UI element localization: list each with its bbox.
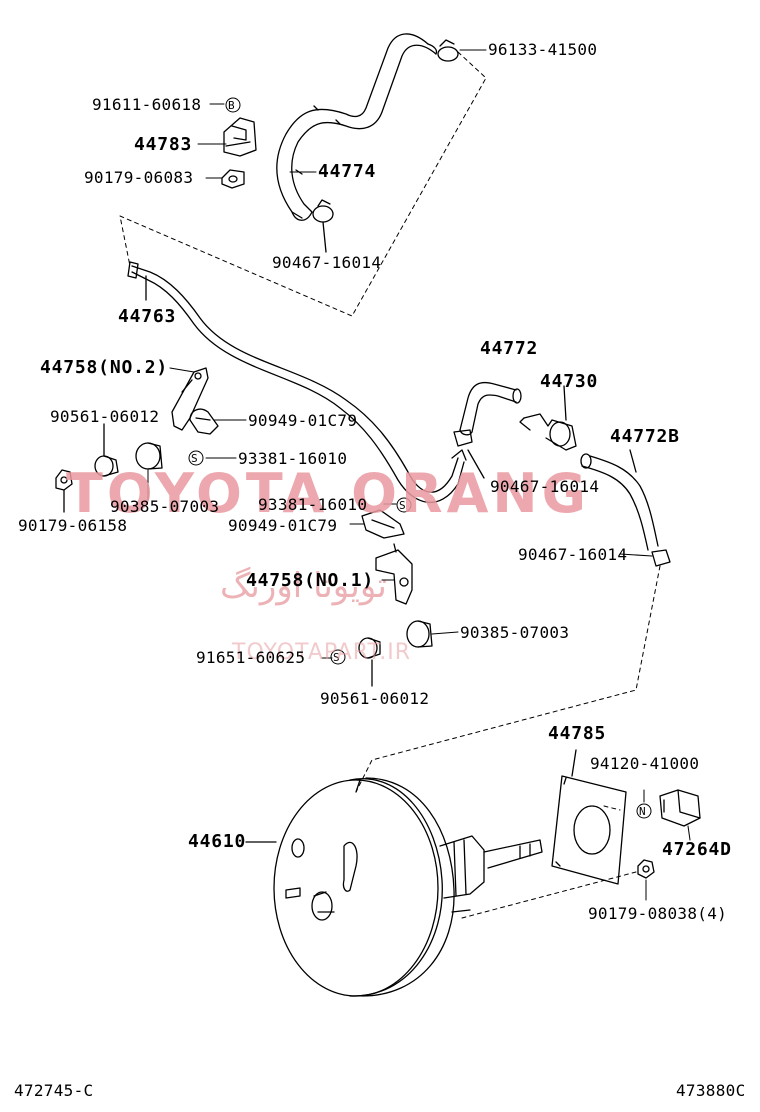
clip-96133 xyxy=(437,39,459,62)
check-valve-44730 xyxy=(519,385,577,451)
pipe-44763 xyxy=(127,261,467,503)
callout-44763[interactable]: 44763 xyxy=(118,306,177,327)
marker-s-middle: S xyxy=(399,499,406,512)
callout-91651-60625[interactable]: 91651-60625 xyxy=(196,648,306,667)
callout-90385-07003-right[interactable]: 90385-07003 xyxy=(460,623,570,642)
callout-44610[interactable]: 44610 xyxy=(188,831,247,852)
bracket-44783 xyxy=(223,117,257,157)
marker-b: B xyxy=(228,99,235,112)
watermark-farsi: تویوتا اورنگ xyxy=(220,566,387,606)
nut-90179-08038 xyxy=(637,859,655,879)
collar-90561-left xyxy=(94,423,119,477)
grommet-90385-right xyxy=(406,620,433,648)
callout-90949-01c79-lower[interactable]: 90949-01C79 xyxy=(228,516,338,535)
callout-94120-41000[interactable]: 94120-41000 xyxy=(590,754,700,773)
callout-44774[interactable]: 44774 xyxy=(318,161,377,182)
hose-44772b xyxy=(580,449,659,551)
callout-93381-16010-lower[interactable]: 93381-16010 xyxy=(258,495,368,514)
footer-catalog-code: 473880C xyxy=(676,1081,746,1100)
marker-s-lower: S xyxy=(333,651,340,664)
marker-s-left: S xyxy=(191,452,198,465)
callout-44758-no1[interactable]: 44758(NO.1) xyxy=(246,570,375,591)
brake-booster-44610 xyxy=(245,777,543,997)
assembly-guide-lines xyxy=(119,51,661,919)
leader-lines xyxy=(147,49,691,901)
callout-90467-16014-right[interactable]: 90467-16014 xyxy=(518,545,628,564)
callout-90561-06012-left[interactable]: 90561-06012 xyxy=(50,407,160,426)
callout-90179-06158[interactable]: 90179-06158 xyxy=(18,516,128,535)
clamp-90467-upper xyxy=(312,199,334,253)
clamp-90467-middle xyxy=(453,429,485,479)
callout-44783[interactable]: 44783 xyxy=(134,134,193,155)
footer-illustration-code: 472745-C xyxy=(14,1081,94,1100)
callout-90467-16014-middle[interactable]: 90467-16014 xyxy=(490,477,600,496)
grommet-90385-left xyxy=(135,442,163,470)
collar-90561-right xyxy=(358,637,381,687)
callout-90385-07003-left[interactable]: 90385-07003 xyxy=(110,497,220,516)
callout-44730[interactable]: 44730 xyxy=(540,371,599,392)
callout-44772[interactable]: 44772 xyxy=(480,338,539,359)
marker-circles xyxy=(188,97,652,819)
callout-96133-41500[interactable]: 96133-41500 xyxy=(488,40,598,59)
bracket-44758-no1 xyxy=(375,543,413,605)
hose-44772 xyxy=(459,381,522,436)
callout-44758-no2[interactable]: 44758(NO.2) xyxy=(40,357,169,378)
watermark-latin: TOYOTA ORANG xyxy=(66,462,590,525)
bracket-44758-no2 xyxy=(171,367,209,431)
hose-44774 xyxy=(276,33,438,221)
callout-44785[interactable]: 44785 xyxy=(548,723,607,744)
callout-90179-08038[interactable]: 90179-08038(4) xyxy=(588,904,728,923)
callout-47264d[interactable]: 47264D xyxy=(662,839,732,860)
watermark-site: TOYOTAPART.IR xyxy=(232,640,412,665)
callout-93381-16010-upper[interactable]: 93381-16010 xyxy=(238,449,348,468)
callout-90179-06083[interactable]: 90179-06083 xyxy=(84,168,194,187)
callout-90561-06012-right[interactable]: 90561-06012 xyxy=(320,689,430,708)
callout-91611-60618[interactable]: 91611-60618 xyxy=(92,95,202,114)
callout-44772b[interactable]: 44772B xyxy=(610,426,680,447)
callout-90949-01c79-upper[interactable]: 90949-01C79 xyxy=(248,411,358,430)
clip-90949-upper xyxy=(189,408,219,435)
marker-n: N xyxy=(639,805,646,818)
clamp-90467-right xyxy=(651,549,671,567)
nut-90179-06083 xyxy=(221,169,245,189)
nut-90179-06158 xyxy=(55,469,73,513)
clip-90949-lower xyxy=(361,509,405,539)
callout-90467-16014-upper[interactable]: 90467-16014 xyxy=(272,253,382,272)
clevis-47264d xyxy=(659,789,701,827)
gasket-44785 xyxy=(551,749,627,885)
